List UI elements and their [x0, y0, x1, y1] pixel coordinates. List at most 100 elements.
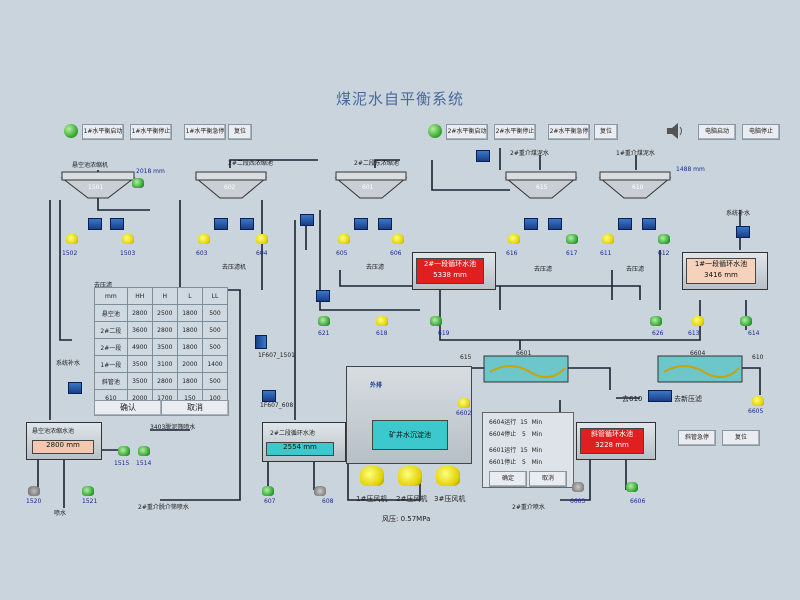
valve-makeup-left[interactable]	[68, 382, 82, 394]
level-table-setpoint-cell[interactable]: 1800	[176, 372, 203, 390]
level-table-setpoint-cell[interactable]: 1400	[201, 355, 229, 373]
label-valve-1f607-608: 1F607_608	[260, 402, 294, 409]
pump-611[interactable]	[602, 234, 614, 244]
level-table-setpoint-cell[interactable]: 1800	[176, 321, 203, 339]
timer-2-label: 6604停止	[489, 431, 517, 438]
level-table-cancel-button[interactable]: 取消	[161, 400, 229, 416]
pump-1514[interactable]	[138, 446, 150, 456]
pump-606[interactable]	[392, 234, 404, 244]
valve-610-b[interactable]	[642, 218, 656, 230]
level-table-setpoint-cell[interactable]: 2800	[151, 372, 178, 390]
power-start-button[interactable]: 电脑启动	[698, 124, 736, 140]
timer-1-label: 6604运行	[489, 419, 517, 426]
slanted-estop-button[interactable]: 斜管急停	[678, 430, 716, 446]
valve-602-a[interactable]	[214, 218, 228, 230]
system1-stop-button[interactable]: 1#水平衡停止	[130, 124, 172, 140]
valve-makeup-right[interactable]	[736, 226, 750, 238]
level-table-setpoint-cell[interactable]: 500	[201, 372, 229, 390]
system2-status-led	[428, 124, 442, 138]
level-table-setpoint-cell[interactable]: 3100	[151, 355, 178, 373]
pump-6602[interactable]	[458, 398, 470, 408]
level-table-setpoint-cell[interactable]: 3600	[126, 321, 153, 339]
pump-619[interactable]	[430, 316, 442, 326]
pump-614[interactable]	[740, 316, 752, 326]
system1-estop-button[interactable]: 1#水平衡急停	[184, 124, 226, 140]
valve-610-a[interactable]	[618, 218, 632, 230]
timer-cancel-button[interactable]: 取消	[529, 471, 567, 487]
level-table-confirm-button[interactable]: 确认	[94, 400, 162, 416]
timer-3-value[interactable]: 15	[520, 447, 528, 454]
timer-2-value[interactable]: 5	[522, 431, 526, 438]
valve-top-615[interactable]	[476, 150, 490, 162]
level-table-setpoint-cell[interactable]: 3500	[126, 372, 153, 390]
pump-612[interactable]	[658, 234, 670, 244]
pump-603[interactable]	[198, 234, 210, 244]
level-table-setpoint-cell[interactable]: 500	[201, 338, 229, 356]
valve-615-a[interactable]	[524, 218, 538, 230]
valve-615-b[interactable]	[548, 218, 562, 230]
slanted-reset-button[interactable]: 复位	[722, 430, 760, 446]
speaker-icon[interactable]	[666, 122, 684, 140]
system2-estop-button[interactable]: 2#水平衡急停	[548, 124, 590, 140]
compressor-1[interactable]	[360, 466, 384, 486]
system2-stop-button[interactable]: 2#水平衡停止	[494, 124, 536, 140]
level-table-setpoint-cell[interactable]: 2000	[176, 355, 203, 373]
system1-start-button[interactable]: 1#水平衡启动	[82, 124, 124, 140]
valve-to-new-filter[interactable]	[648, 390, 672, 402]
timer-1-value[interactable]: 15	[520, 419, 528, 426]
pump-626[interactable]	[650, 316, 662, 326]
level-table-setpoint-cell[interactable]: 500	[201, 304, 229, 322]
pump-608[interactable]	[314, 486, 326, 496]
valve-mid-2[interactable]	[316, 290, 330, 302]
pump-6603[interactable]	[572, 482, 584, 492]
level-table-setpoint-cell[interactable]: 500	[201, 321, 229, 339]
pump-6605[interactable]	[752, 396, 764, 406]
pump-617[interactable]	[566, 234, 578, 244]
pump-607[interactable]	[262, 486, 274, 496]
pump-605[interactable]	[338, 234, 350, 244]
pump-1502[interactable]	[66, 234, 78, 244]
level-table-setpoint-cell[interactable]: 3500	[126, 355, 153, 373]
level-table-setpoint-cell[interactable]: 3500	[151, 338, 178, 356]
pump-1520[interactable]	[28, 486, 40, 496]
system2-start-button[interactable]: 2#水平衡启动	[446, 124, 488, 140]
system1-reset-button[interactable]: 复位	[228, 124, 252, 140]
timer-confirm-button[interactable]: 确定	[489, 471, 527, 487]
pump-604[interactable]	[256, 234, 268, 244]
pump-613[interactable]	[692, 316, 704, 326]
compressor-2[interactable]	[398, 466, 422, 486]
pump-1515[interactable]	[118, 446, 130, 456]
system2-reset-button[interactable]: 复位	[594, 124, 618, 140]
level-table-setpoint-cell[interactable]: 1800	[176, 304, 203, 322]
thickener-610-id: 610	[632, 184, 644, 191]
label-pump-604: 604	[256, 250, 268, 257]
level-table-setpoint-cell[interactable]: 2800	[151, 321, 178, 339]
level-table-setpoint-cell[interactable]: 2800	[126, 304, 153, 322]
pump-1503[interactable]	[122, 234, 134, 244]
valve-mid-1[interactable]	[300, 214, 314, 226]
level-table-setpoint-cell[interactable]: 4900	[126, 338, 153, 356]
valve-601-a[interactable]	[354, 218, 368, 230]
valve-1501-b[interactable]	[110, 218, 124, 230]
level-table-setpoint-cell[interactable]: 1800	[176, 338, 203, 356]
pump-1521[interactable]	[82, 486, 94, 496]
valve-1f607-1501[interactable]	[255, 335, 267, 349]
note-to-new-filter: 去新压滤	[674, 395, 702, 403]
pump-621[interactable]	[318, 316, 330, 326]
system1-status-led	[64, 124, 78, 138]
note-out-pump: 外排	[370, 382, 383, 389]
compressor-3[interactable]	[436, 466, 460, 486]
valve-602-b[interactable]	[240, 218, 254, 230]
timer-4-value[interactable]: 5	[522, 459, 526, 466]
pump-616[interactable]	[508, 234, 520, 244]
pump-618[interactable]	[376, 316, 388, 326]
power-stop-button[interactable]: 电脑停止	[742, 124, 780, 140]
tank-1-stage1-body: 1#一段循环水池 3416 mm	[686, 258, 756, 284]
level-table-setpoint-cell[interactable]: 2500	[151, 304, 178, 322]
screen-6601-label: 6601	[516, 350, 532, 357]
valve-1501-a[interactable]	[88, 218, 102, 230]
pump-6606[interactable]	[626, 482, 638, 492]
valve-1f607-608[interactable]	[262, 390, 276, 402]
valve-601-b[interactable]	[378, 218, 392, 230]
